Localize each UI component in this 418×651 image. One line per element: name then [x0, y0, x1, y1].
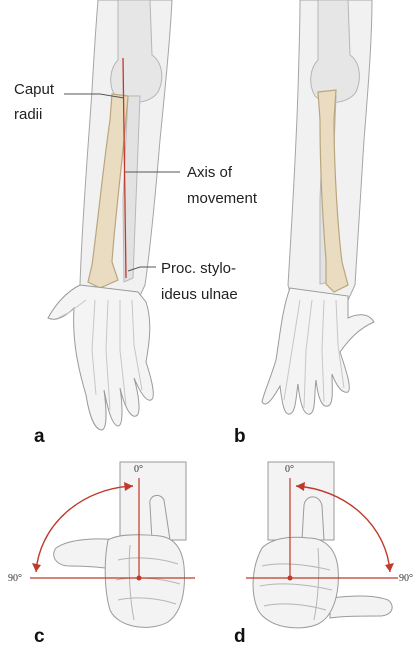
label-axis-line1: Axis of: [187, 164, 233, 181]
angle-label-c-top: 0°: [134, 464, 143, 475]
hand-outline-b: [262, 288, 374, 414]
pivot-dot-d: [288, 576, 293, 581]
panel-d-fist: [246, 462, 398, 628]
angle-label-c-side: 90°: [8, 573, 22, 584]
pivot-dot-c: [137, 576, 142, 581]
hand-outline-a: [48, 285, 153, 430]
panel-label-b: b: [234, 426, 246, 447]
thumb-d: [302, 497, 324, 540]
panel-a-forearm: [48, 0, 180, 430]
arrowhead-side-c: [32, 563, 41, 572]
fist-d: [253, 537, 338, 628]
label-proc-line1: Proc. stylo-: [161, 260, 236, 277]
forearm-stub-d: [268, 462, 334, 540]
index-finger-d: [330, 596, 392, 618]
arrowhead-side-d: [385, 563, 394, 572]
fist-c: [105, 535, 184, 628]
panel-label-d: d: [234, 626, 246, 647]
label-proc-line2: ideus ulnae: [161, 286, 238, 303]
panel-label-a: a: [34, 426, 45, 447]
angle-label-d-side: 90°: [399, 573, 413, 584]
label-axis-line2: movement: [187, 190, 258, 207]
panel-b-forearm: [262, 0, 374, 414]
label-caput-radii-line2: radii: [14, 106, 42, 123]
panel-label-c: c: [34, 626, 45, 647]
panel-c-fist: [30, 462, 195, 627]
label-caput-radii-line1: Caput: [14, 81, 55, 98]
angle-label-d-top: 0°: [285, 464, 294, 475]
